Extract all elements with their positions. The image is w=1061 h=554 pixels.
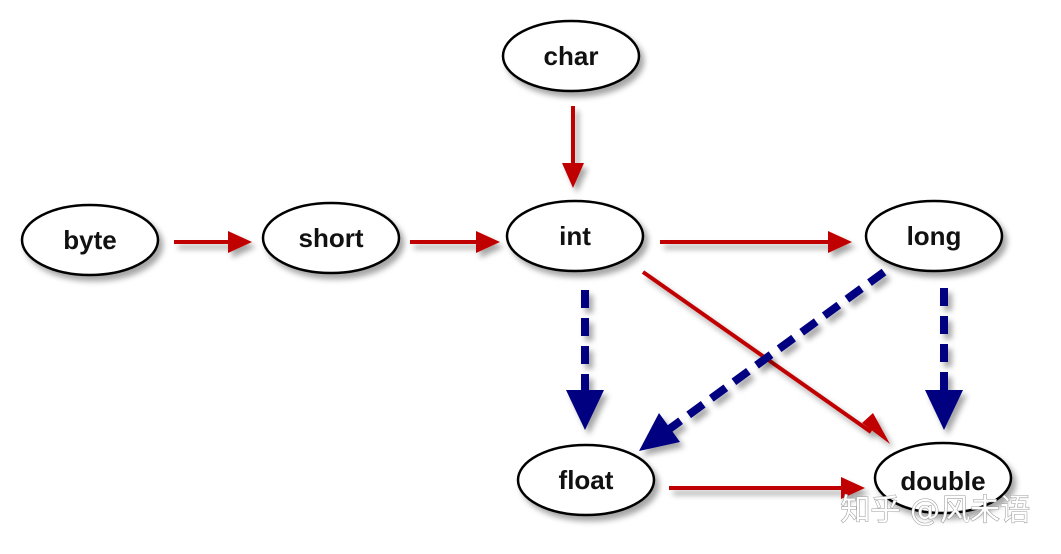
node-char-ellipse [501,19,641,93]
node-char: char [501,19,641,93]
edge-long-float [639,268,887,451]
node-short-label: short [299,223,364,253]
node-long-ellipse [864,199,1004,273]
node-int-ellipse [505,199,645,273]
edge-int-float [566,290,604,430]
node-long-label: long [907,221,962,251]
edge-int-long [660,231,852,253]
node-int-label: int [559,221,591,251]
node-long: long [864,199,1004,273]
node-double: double [873,441,1013,515]
node-float-label: float [559,465,614,495]
watermark: 知乎 @风未语 [840,493,1030,528]
node-char-label: char [544,41,599,71]
edge-char-int [562,106,584,188]
node-double-label: double [900,466,985,496]
edge-long-double [925,288,963,430]
node-float-ellipse [516,443,656,517]
edge-int-double [641,270,890,444]
edge-byte-short [174,231,252,253]
node-byte-ellipse [20,203,160,277]
node-float: float [516,443,656,517]
edge-short-int [410,231,500,253]
node-short: short [261,201,401,275]
edges [174,106,963,499]
node-byte: byte [20,203,160,277]
nodes: byte short char int long float double [20,19,1013,517]
edge-float-double [669,477,865,499]
node-int: int [505,199,645,273]
node-short-ellipse [261,201,401,275]
node-double-ellipse [873,441,1013,515]
node-byte-label: byte [63,225,116,255]
